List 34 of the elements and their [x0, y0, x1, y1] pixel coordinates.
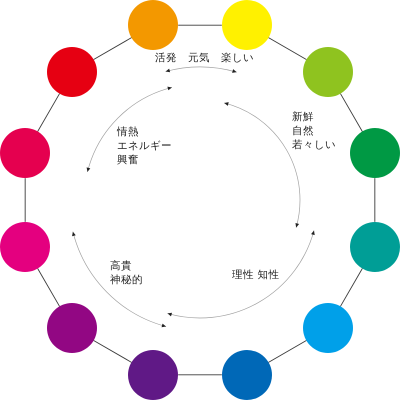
keyword-label: 若々しい: [292, 138, 336, 152]
connector-line: [340, 93, 363, 132]
connector-line: [37, 93, 60, 132]
connector-line: [178, 374, 222, 376]
connector-line: [374, 178, 376, 222]
hue-circle: [47, 47, 97, 97]
hue-circle: [302, 47, 353, 97]
hue-circle: [128, 350, 178, 400]
keyword-label: 情熱: [117, 125, 139, 139]
hue-circle: [302, 302, 353, 353]
hue-circle: [350, 128, 400, 178]
connector-line: [340, 268, 363, 307]
hue-circle: [0, 222, 50, 272]
connector-line: [268, 37, 307, 60]
hue-circle: [350, 222, 400, 272]
keyword-label: 高貴: [110, 259, 132, 273]
keyword-label: 新鮮: [292, 110, 314, 124]
connector-line: [93, 340, 132, 363]
hue-circle: [222, 350, 272, 400]
hue-circle: [128, 0, 178, 50]
keyword-label: 自然: [292, 124, 314, 138]
connector-line: [268, 340, 307, 363]
connector-line: [178, 24, 222, 26]
keyword-label: 活発 元気 楽しい: [155, 51, 254, 65]
keyword-label: 神秘的: [110, 273, 143, 287]
hue-circle: [222, 0, 272, 50]
hue-circle: [47, 302, 97, 353]
hue-circle: [0, 128, 50, 178]
connector-line: [24, 178, 26, 222]
keyword-label: エネルギー: [117, 139, 172, 153]
connector-line: [93, 37, 132, 60]
keyword-label: 興奮: [117, 153, 139, 167]
keyword-label: 理性 知性: [232, 268, 280, 282]
connector-line: [37, 268, 60, 307]
